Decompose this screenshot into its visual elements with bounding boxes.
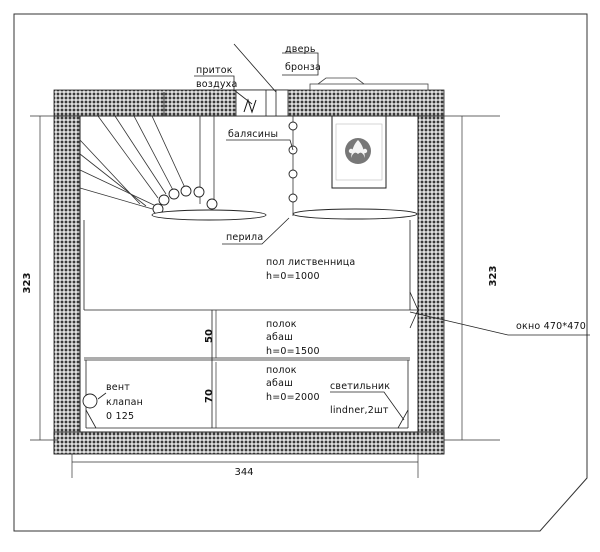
- dimension-lines: [30, 115, 500, 478]
- door-label-line1: дверь: [285, 44, 316, 55]
- shelf2-label-line2: абаш: [266, 378, 293, 389]
- vent-label-line2: клапан: [106, 397, 143, 408]
- shelf1-label-line2: абаш: [266, 332, 293, 343]
- stair-posts: [152, 185, 218, 215]
- balusters-label: балясины: [228, 129, 278, 140]
- staircase: [79, 92, 215, 211]
- air-inlet-label-line1: приток: [196, 65, 233, 76]
- shelf1-label-line1: полок: [266, 319, 297, 330]
- shelf2-label-line3: h=0=2000: [266, 392, 320, 403]
- shelf1-depth-dimension: 50: [204, 329, 215, 343]
- floor-label-line2: h=0=1000: [266, 271, 320, 282]
- fire-icon: [351, 140, 365, 158]
- shelf2-label-line1: полок: [266, 365, 297, 376]
- height-dimension-right: 323: [488, 266, 499, 287]
- bottom-wall: [53, 431, 445, 455]
- left-wall: [53, 115, 81, 455]
- width-dimension-bottom: 344: [234, 467, 253, 478]
- door-label-line2: бронза: [285, 62, 321, 73]
- air-inlet-label-line2: воздуха: [196, 79, 238, 90]
- floor-zones: [83, 220, 419, 429]
- air-inlet-symbol: [243, 98, 257, 114]
- shelf2-depth-dimension: 70: [204, 389, 215, 403]
- door: [235, 89, 289, 117]
- lamp-label-line1: светильник: [330, 381, 390, 392]
- railing-label: перила: [226, 232, 263, 243]
- stove: [331, 115, 387, 189]
- floor-label-line1: пол лиственница: [266, 257, 355, 268]
- shelf1-label-line3: h=0=1500: [266, 346, 320, 357]
- vent-label-line1: вент: [106, 382, 130, 393]
- vent-label-line3: 0 125: [106, 411, 134, 422]
- right-wall: [417, 115, 445, 455]
- window-label: окно 470*470: [516, 321, 586, 332]
- vent-valve: [82, 393, 98, 409]
- leader-lines: [97, 43, 590, 421]
- railing: [151, 208, 418, 221]
- lamp-label-line2: lindner,2шт: [330, 405, 389, 416]
- sheet-frame: [13, 13, 588, 532]
- height-dimension-left: 323: [22, 273, 33, 294]
